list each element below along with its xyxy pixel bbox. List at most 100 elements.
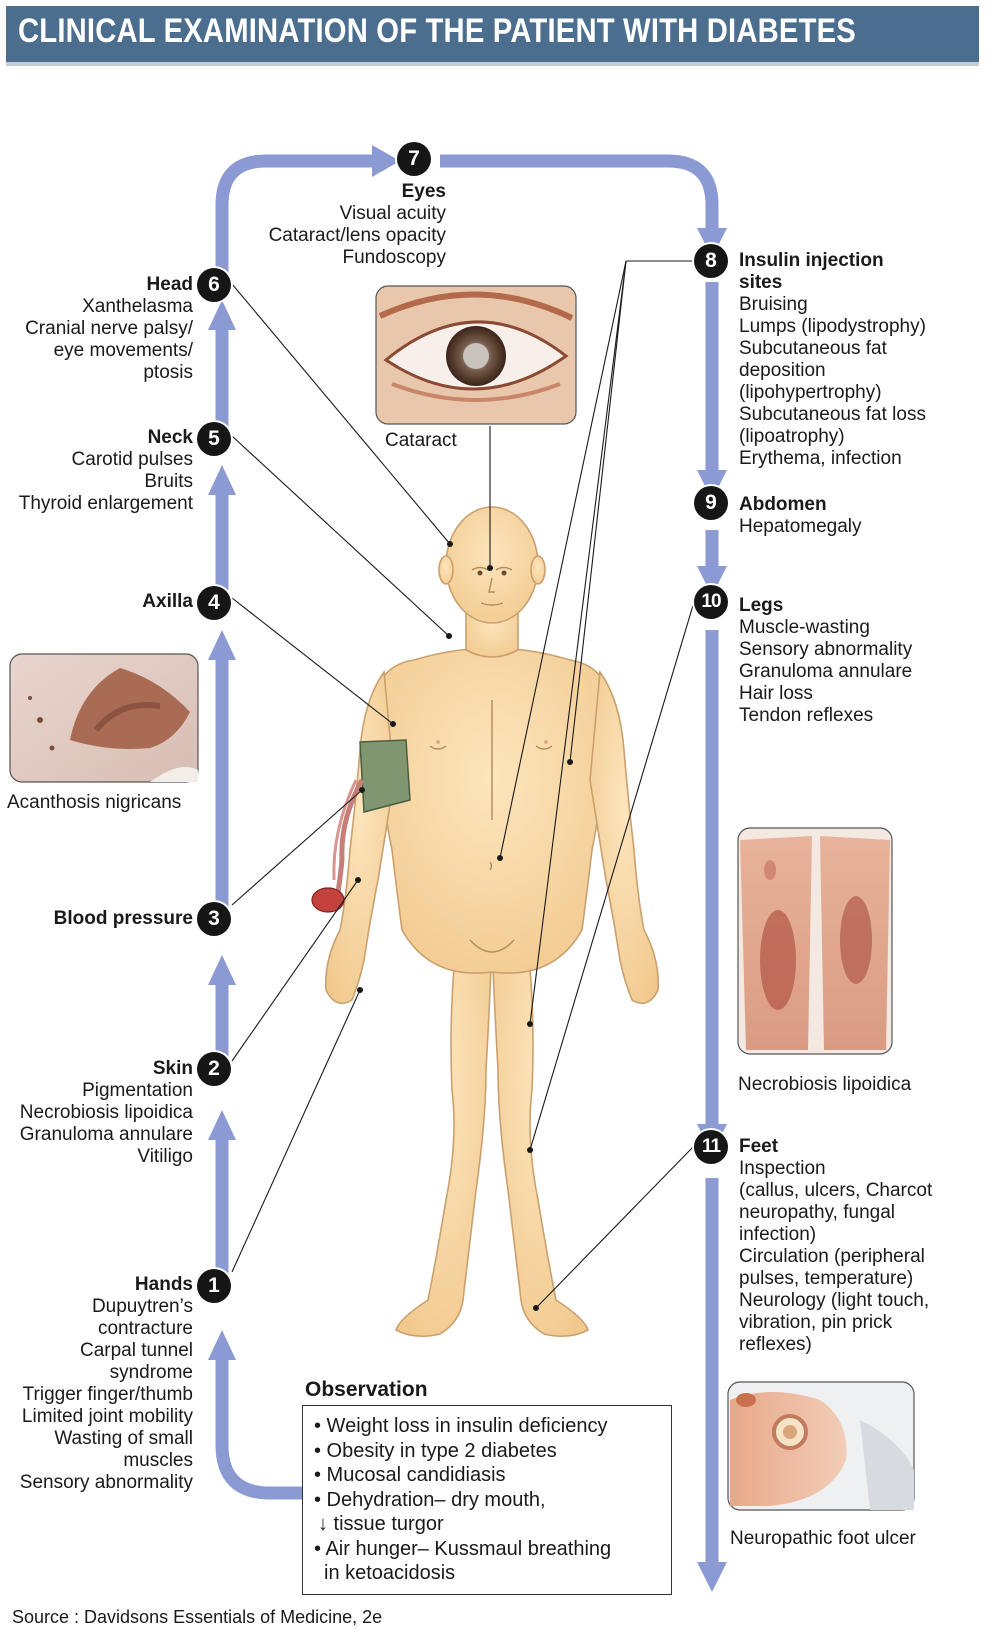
step-7-badge: 7 (397, 142, 431, 176)
step-5-line: Thyroid enlargement (18, 493, 193, 514)
left-leg (395, 908, 493, 1338)
necrobiosis-photo (737, 827, 893, 1055)
observation-item: • Air hunger– Kussmaul breathing (314, 1537, 612, 1560)
step-11-line: neuropathy, fungal (739, 1202, 895, 1223)
step-1-line: Carpal tunnel (79, 1340, 193, 1361)
page-title: CLINICAL EXAMINATION OF THE PATIENT WITH… (18, 12, 856, 50)
step-4-title: Axilla (142, 591, 193, 612)
step-5-line: Carotid pulses (71, 449, 193, 470)
step-2-skin-block: Skin Pigmentation Necrobiosis lipoidica … (20, 1058, 193, 1168)
cataract-caption: Cataract (385, 430, 457, 451)
foot-ulcer-photo (727, 1381, 915, 1511)
step-5-title: Neck (147, 427, 193, 448)
step-11-badge: 11 (694, 1130, 728, 1164)
necrobiosis-caption: Necrobiosis lipoidica (738, 1074, 912, 1095)
step-9-line: Hepatomegaly (739, 516, 862, 537)
step-10-line: Hair loss (739, 683, 813, 704)
step-8-insulin-block: Insulin injection sites Bruising Lumps (… (739, 250, 926, 470)
step-2-line: Granuloma annulare (19, 1124, 193, 1145)
step-8-line: Subcutaneous fat loss (739, 404, 926, 425)
step-10-legs-block: Legs Muscle-wasting Sensory abnormality … (739, 595, 912, 727)
body-details (429, 566, 553, 953)
step-7-line: Visual acuity (339, 203, 446, 224)
step-1-hands-block: Hands Dupuytren’s contracture Carpal tun… (20, 1274, 193, 1494)
observation-box (302, 1405, 672, 1595)
step-1-title: Hands (134, 1274, 193, 1295)
observation-item: • Dehydration– dry mouth, (314, 1488, 546, 1511)
step-6-badge: 6 (197, 268, 231, 302)
step-1-line: Sensory abnormality (19, 1472, 193, 1493)
step-11-line: Circulation (peripheral (739, 1246, 925, 1267)
step-9-badge: 9 (694, 486, 728, 520)
step-10-line: Sensory abnormality (739, 639, 913, 660)
arrow-observation-to-hands (215, 1360, 302, 1500)
arrow-eyes-to-insulin (440, 154, 719, 230)
step-11-line: vibration, pin prick (739, 1312, 893, 1333)
step-11-line: Neurology (light touch, (739, 1290, 930, 1311)
acanthosis-photo (9, 653, 199, 783)
step-1-line: Wasting of small (54, 1428, 193, 1449)
step-8-line: Lumps (lipodystrophy) (739, 316, 926, 337)
step-5-badge: 5 (197, 422, 231, 456)
step-2-line: Pigmentation (82, 1080, 193, 1101)
step-3-badge: 3 (197, 902, 231, 936)
observation-item: in ketoacidosis (324, 1562, 456, 1584)
right-arm (589, 669, 660, 1005)
step-10-badge: 10 (694, 585, 728, 619)
observation-item: ↓ tissue turgor (318, 1513, 444, 1535)
step-6-line: Cranial nerve palsy/ (25, 318, 193, 339)
observation-item: • Obesity in type 2 diabetes (314, 1439, 557, 1462)
step-4-badge: 4 (197, 586, 231, 620)
title-banner: CLINICAL EXAMINATION OF THE PATIENT WITH… (6, 6, 979, 66)
connector-lines (231, 260, 695, 1309)
step-1-line: muscles (123, 1450, 193, 1471)
step-1-line: Dupuytren’s (91, 1296, 193, 1317)
step-3-bp-block: Blood pressure (54, 908, 193, 930)
step-5-line: Bruits (144, 471, 193, 492)
step-8-badge: 8 (694, 244, 728, 278)
step-1-line: Limited joint mobility (21, 1406, 193, 1427)
step-2-line: Necrobiosis lipoidica (19, 1102, 193, 1123)
step-11-line: pulses, temperature) (739, 1268, 914, 1289)
observation-list: • Weight loss in insulin deficiency • Ob… (314, 1414, 611, 1586)
step-11-line: infection) (739, 1224, 817, 1245)
step-6-title: Head (146, 274, 193, 295)
step-10-title: Legs (739, 595, 784, 616)
step-7-eyes-block: Eyes Visual acuity Cataract/lens opacity… (269, 181, 446, 269)
foot-ulcer-caption: Neuropathic foot ulcer (730, 1528, 916, 1549)
step-1-line: syndrome (109, 1362, 193, 1383)
step-8-line: Subcutaneous fat (739, 338, 887, 359)
step-8-line: (lipohypertrophy) (739, 382, 882, 403)
step-10-line: Granuloma annulare (739, 661, 913, 682)
observation-item: • Mucosal candidiasis (314, 1464, 506, 1486)
step-8-title: Insulin injection (739, 250, 884, 271)
step-8-line: Bruising (739, 294, 808, 315)
observation-item: • Weight loss in insulin deficiency (314, 1415, 608, 1437)
arrow-head-to-eyes (215, 154, 372, 275)
step-9-title: Abdomen (739, 494, 827, 515)
step-8-title: sites (739, 272, 783, 293)
step-7-title: Eyes (401, 181, 446, 202)
step-8-line: (lipoatrophy) (739, 426, 845, 447)
step-7-line: Fundoscopy (342, 247, 446, 268)
step-11-feet-block: Feet Inspection (callus, ulcers, Charcot… (739, 1136, 932, 1356)
step-10-line: Tendon reflexes (739, 705, 874, 726)
source-citation: Source : Davidsons Essentials of Medicin… (12, 1607, 383, 1627)
step-11-title: Feet (739, 1136, 779, 1157)
step-6-head-block: Head Xanthelasma Cranial nerve palsy/ ey… (25, 274, 193, 384)
right-leg (491, 908, 589, 1338)
step-1-line: Trigger finger/thumb (22, 1384, 193, 1405)
body-figure (324, 506, 660, 1338)
step-11-line: reflexes) (739, 1334, 812, 1355)
step-1-line: contracture (97, 1318, 193, 1339)
step-3-title: Blood pressure (53, 908, 193, 929)
step-2-badge: 2 (197, 1052, 231, 1086)
step-4-axilla-block: Axilla (142, 591, 193, 613)
step-1-badge: 1 (197, 1269, 231, 1303)
step-6-line: ptosis (143, 362, 193, 383)
step-6-line: Xanthelasma (82, 296, 193, 317)
observation-title: Observation (305, 1378, 428, 1401)
step-2-title: Skin (152, 1058, 193, 1079)
acanthosis-caption: Acanthosis nigricans (7, 792, 182, 813)
